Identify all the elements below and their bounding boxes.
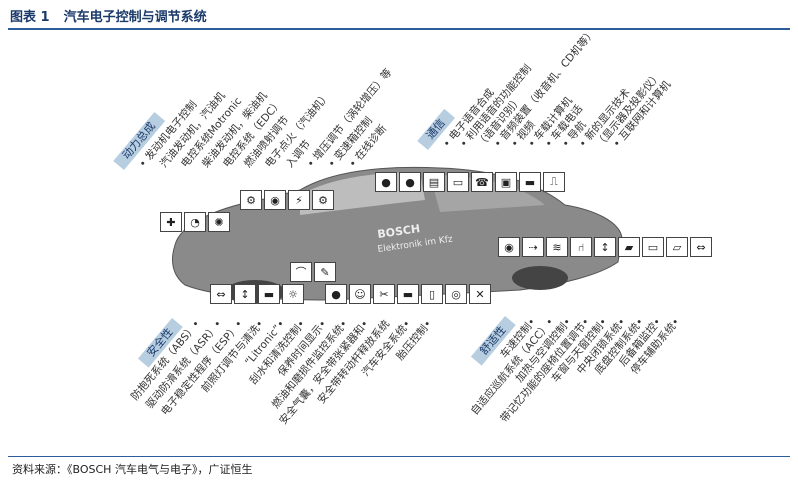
- speech-icon: ●: [375, 172, 397, 192]
- turbo-icon: ✺: [208, 212, 230, 232]
- trunk-icon: ▱: [666, 237, 688, 257]
- window-icon: ↕: [594, 237, 616, 257]
- gauge-icon: ◔: [184, 212, 206, 232]
- rollbar-icon: ▬: [397, 284, 419, 304]
- bottom-rule: [8, 456, 790, 457]
- powertrain-icons: ⚙◉⚡⚙: [240, 190, 334, 210]
- seatbelt-icon: ✂: [373, 284, 395, 304]
- car-brand-text: BOSCH: [377, 222, 421, 241]
- safety-icons-3: ●☺✂▬▯◎✕: [325, 284, 491, 304]
- diagnosis-icon: ✚: [160, 212, 182, 232]
- esp-icon: ▬: [258, 284, 280, 304]
- gearbox-icon: ⚙: [312, 190, 334, 210]
- fuel-monitor-icon: ●: [325, 284, 347, 304]
- seat-icon: ⑁: [570, 237, 592, 257]
- computer-icon: ▣: [495, 172, 517, 192]
- safety-icons-2: ⌒✎: [290, 262, 336, 282]
- service-icon: ✎: [314, 262, 336, 282]
- injection-icon: ◉: [264, 190, 286, 210]
- lock-icon: ▰: [618, 237, 640, 257]
- asr-icon: ↕: [234, 284, 256, 304]
- navigation-icon: ▬: [519, 172, 541, 192]
- display-icon: ⎍: [543, 172, 565, 192]
- phone-icon: ☎: [471, 172, 493, 192]
- acc-icon: ⇢: [522, 237, 544, 257]
- voice-icon: ●: [399, 172, 421, 192]
- comfort-icons: ◉⇢≋⑁↕▰▭▱⇔: [498, 237, 712, 257]
- warning-icon: ✕: [469, 284, 491, 304]
- airbag-icon: ☺: [349, 284, 371, 304]
- ignition-icon: ⚡: [288, 190, 310, 210]
- safety-icons: ⇔↕▬☼: [210, 284, 304, 304]
- engine-icon: ⚙: [240, 190, 262, 210]
- figure-caption: 汽车电子控制与调节系统: [63, 10, 207, 25]
- source-note: 资料来源：《BOSCH 汽车电气与电子》，广证恒生: [12, 463, 253, 476]
- vehicle-safety-icon: ▯: [421, 284, 443, 304]
- wiper-icon: ⌒: [290, 262, 312, 282]
- chassis-icon: ▭: [642, 237, 664, 257]
- figure-title: 图表 1 汽车电子控制与调节系统: [10, 6, 221, 25]
- tire-pressure-icon: ◎: [445, 284, 467, 304]
- communication-icons: ●●▤▭☎▣▬⎍: [375, 172, 565, 192]
- powertrain-icons-2: ✚◔✺: [160, 212, 230, 232]
- rear-wheel: [512, 266, 568, 290]
- top-rule: [8, 28, 790, 30]
- abs-icon: ⇔: [210, 284, 232, 304]
- climate-icon: ≋: [546, 237, 568, 257]
- audio-icon: ▤: [423, 172, 445, 192]
- figure-number: 图表 1: [10, 10, 50, 25]
- cruise-icon: ◉: [498, 237, 520, 257]
- video-icon: ▭: [447, 172, 469, 192]
- headlight-icon: ☼: [282, 284, 304, 304]
- parking-icon: ⇔: [690, 237, 712, 257]
